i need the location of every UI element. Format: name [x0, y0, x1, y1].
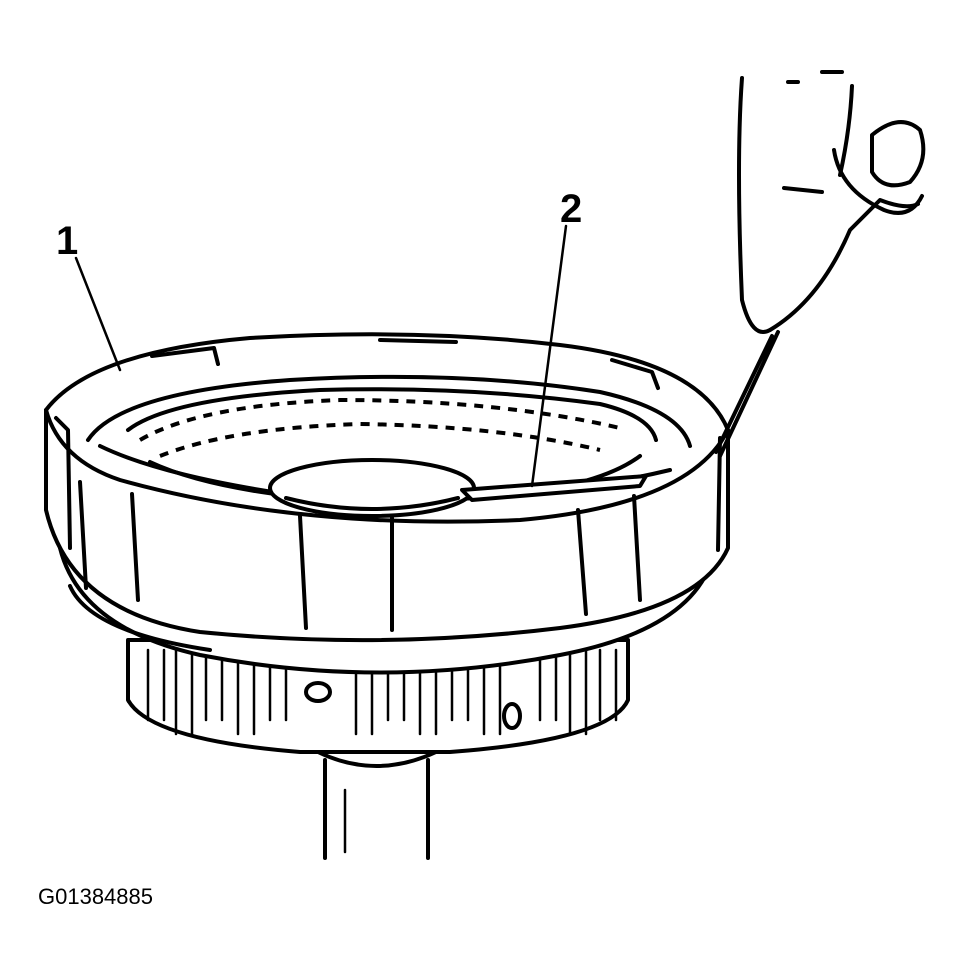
- pick-tool: [714, 330, 780, 458]
- spline-tooth: [538, 648, 558, 722]
- output-shaft: [316, 750, 438, 860]
- center-opening: [268, 458, 476, 518]
- snap-ring: [460, 474, 648, 502]
- spline-tooth: [146, 648, 166, 722]
- spline-tooth: [598, 648, 618, 722]
- callout-2: 2: [560, 187, 582, 231]
- leader-line-1: [74, 256, 122, 372]
- leader-lines: [74, 224, 568, 488]
- hub-hole-right: [502, 702, 522, 730]
- callout-1: 1: [56, 219, 78, 263]
- spline-tooth: [204, 648, 224, 722]
- hand-with-pick: [714, 70, 926, 458]
- splined-hub: [126, 638, 630, 754]
- spline-tooth: [174, 648, 194, 736]
- figure-id: G01384885: [38, 884, 153, 909]
- spline-tooth: [568, 648, 588, 736]
- hub-hole-left: [304, 681, 332, 703]
- leader-line-2: [530, 224, 568, 488]
